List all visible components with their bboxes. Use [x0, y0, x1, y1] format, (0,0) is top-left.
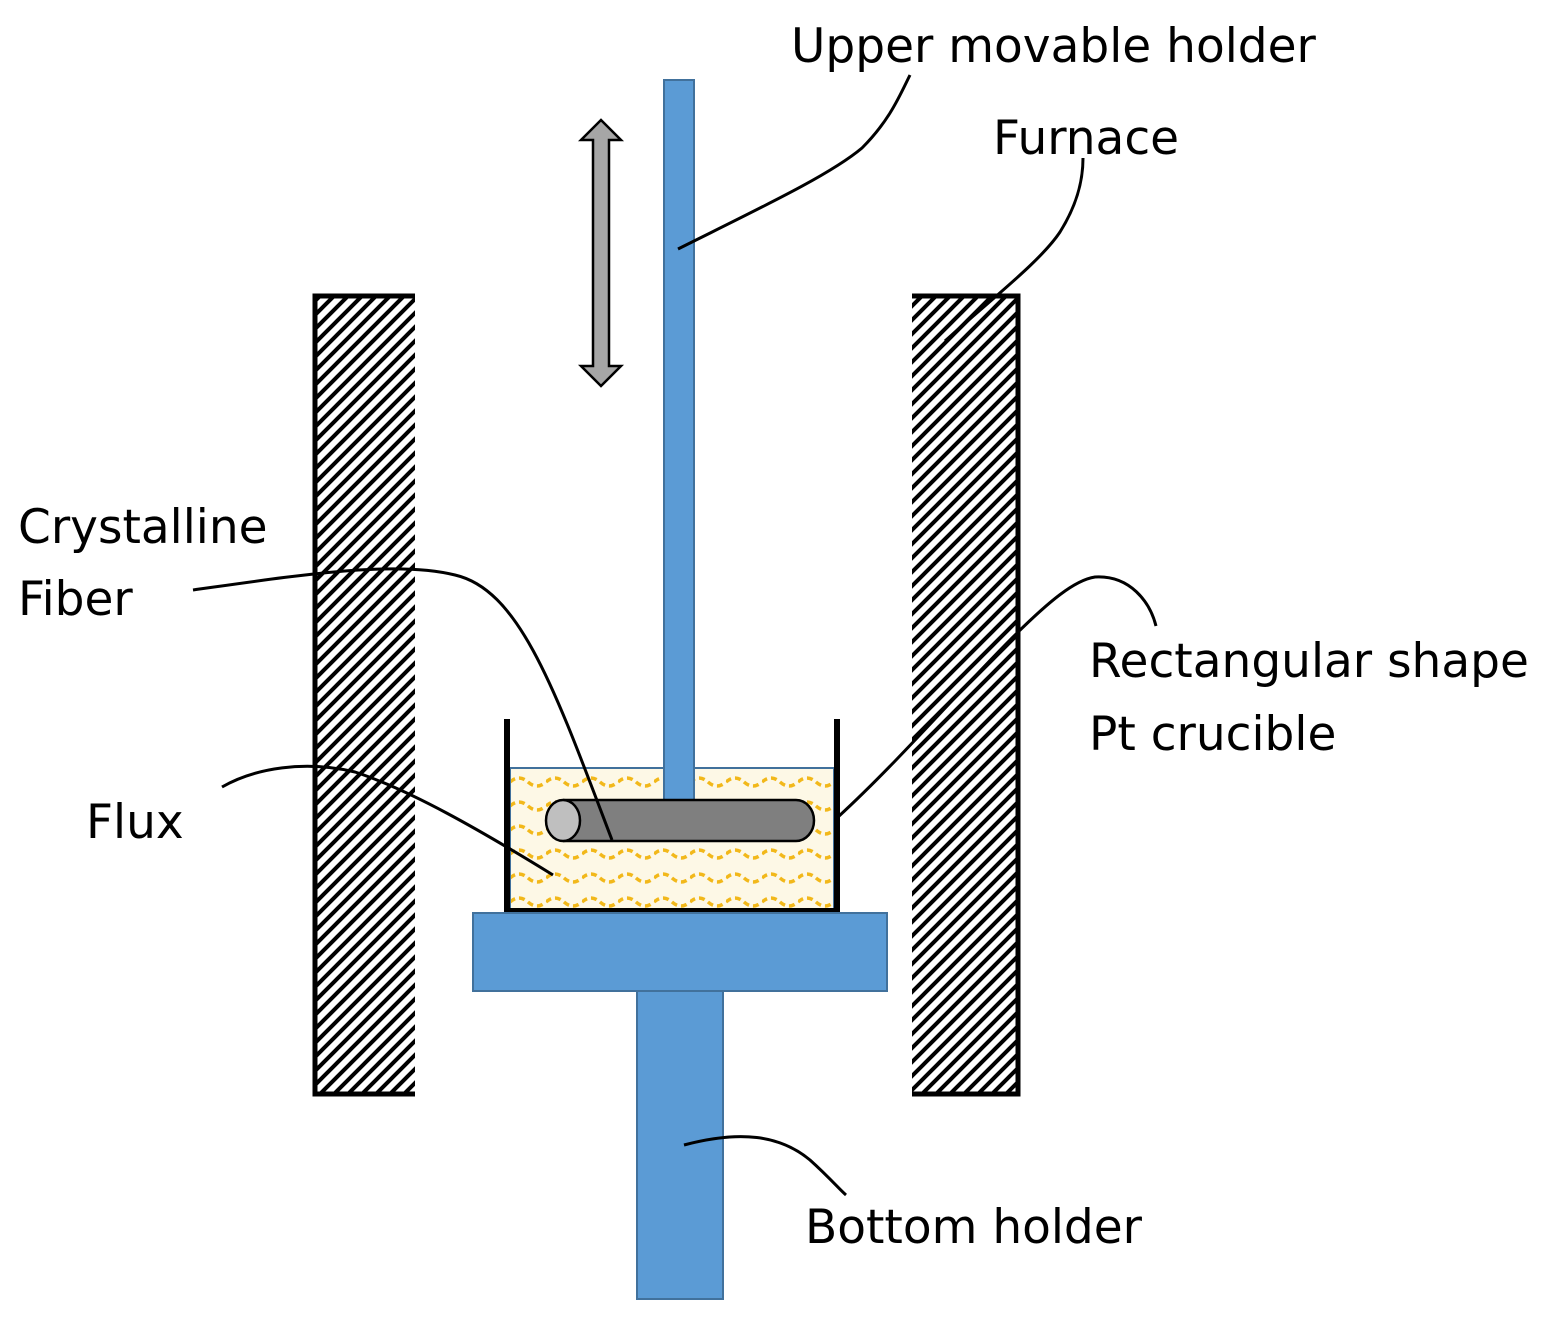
- leader-crystalline-fiber: [192, 567, 614, 841]
- furnace-left-wall: [312, 293, 415, 1097]
- leader-flux: [221, 764, 554, 877]
- label-upper-movable-holder: Upper movable holder: [791, 19, 1317, 74]
- furnace-right-wall: [912, 293, 1021, 1097]
- label-furnace: Furnace: [993, 111, 1179, 166]
- crystalline-fiber: [544, 798, 816, 843]
- leader-furnace: [943, 157, 1085, 343]
- double-headed-vertical-arrow-icon: [577, 118, 625, 388]
- leader-bottom-holder: [683, 1135, 847, 1197]
- label-crucible-line2: Pt crucible: [1089, 707, 1336, 762]
- label-crucible-line1: Rectangular shape: [1089, 634, 1529, 689]
- leader-upper-holder: [677, 74, 912, 251]
- leader-crucible: [836, 575, 1158, 819]
- label-flux: Flux: [86, 795, 184, 850]
- label-crystalline-fiber-line2: Fiber: [18, 572, 133, 627]
- pt-crucible: [504, 719, 840, 914]
- bottom-holder: [472, 912, 888, 1300]
- upper-movable-holder: [663, 79, 695, 803]
- label-crystalline-fiber-line1: Crystalline: [18, 500, 268, 555]
- label-bottom-holder: Bottom holder: [805, 1200, 1143, 1255]
